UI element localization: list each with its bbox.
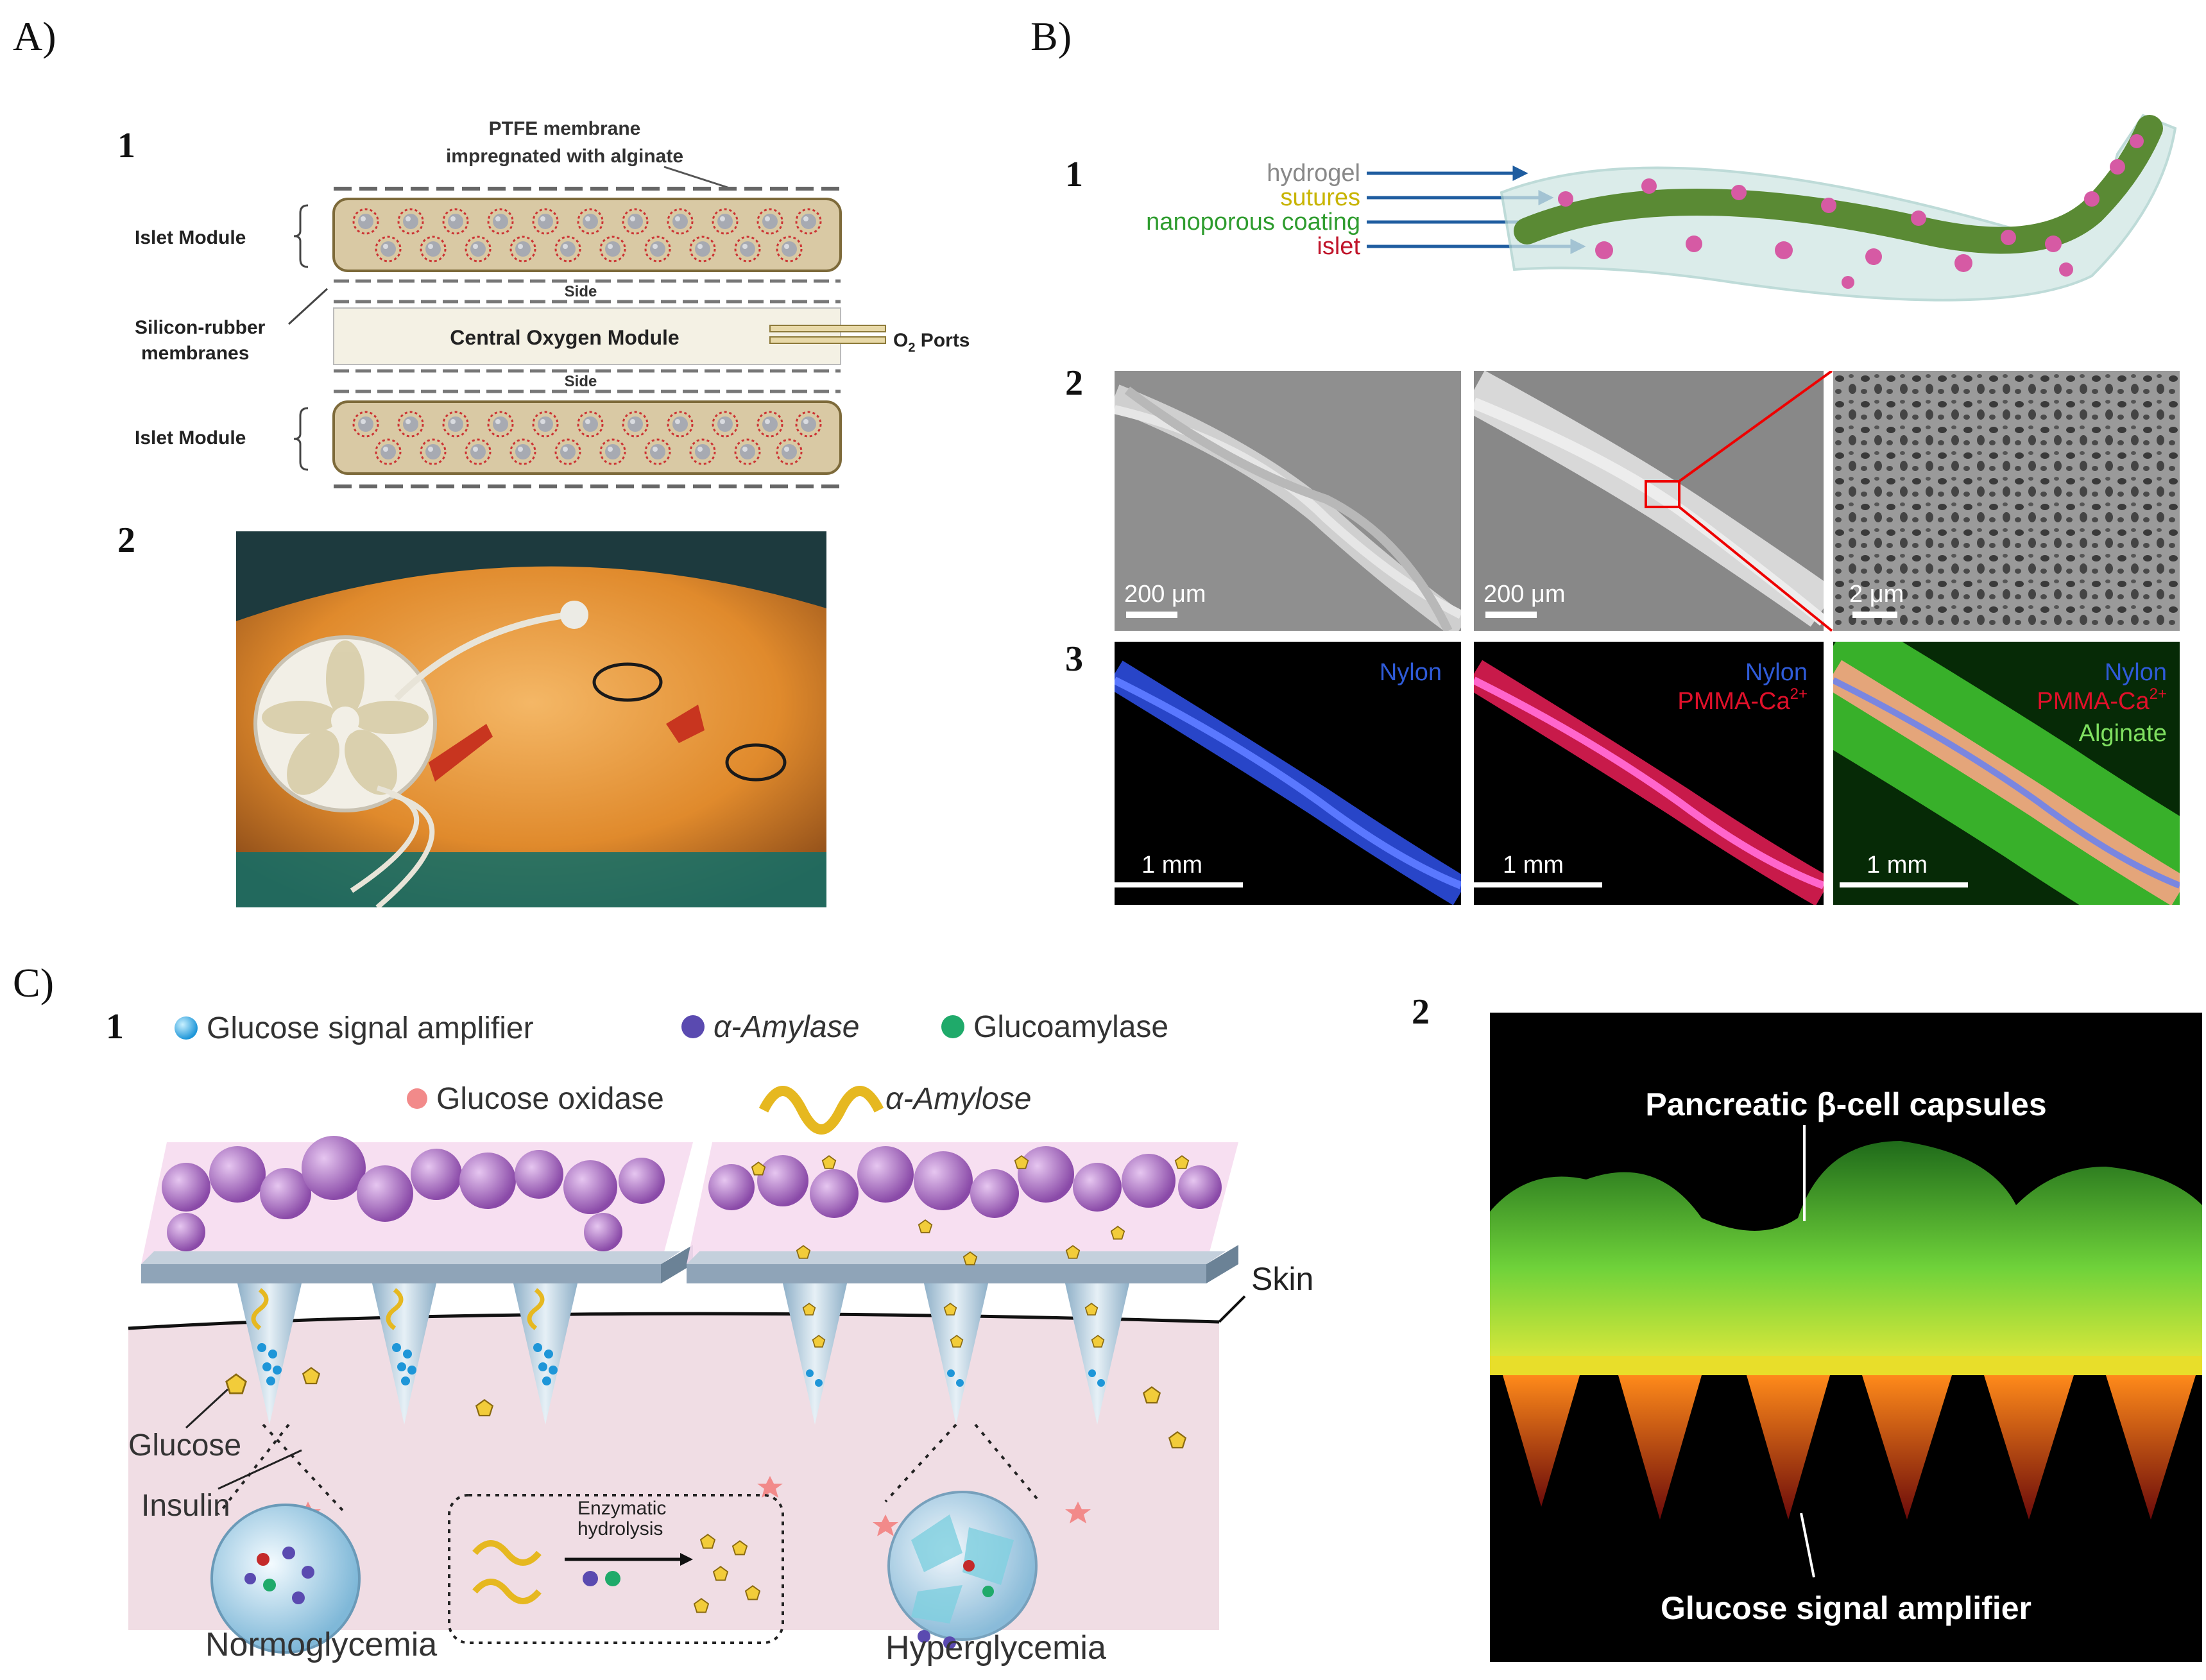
panel-b2-number: 2 (1065, 363, 1083, 403)
legend-sutures: sutures (1280, 184, 1360, 211)
insulin-label: Insulin (141, 1489, 230, 1523)
fluor-2-nylon-label: Nylon (1745, 659, 1808, 686)
legend-amylose: α-Amylose (885, 1082, 1031, 1116)
amylose-legend-icon (758, 1086, 884, 1135)
zoom-lines (1679, 371, 1833, 632)
fluor-scale-2: 1 mm (1503, 852, 1564, 879)
o2-ports-label: O2 Ports (893, 330, 970, 355)
fluor-scale-1: 1 mm (1141, 852, 1202, 879)
zoom-region-box (1645, 480, 1680, 508)
sem-scale-1: 200 μm (1124, 581, 1206, 608)
microneedles (1503, 1375, 2196, 1520)
sem-scale-3: 2 μm (1849, 581, 1904, 608)
o2-port-2 (769, 336, 886, 344)
suture-core (1514, 115, 2163, 254)
legend-coating: nanoporous coating (1146, 209, 1360, 236)
fluor-image-2: Nylon PMMA-Ca2+ 1 mm (1474, 642, 1824, 905)
sem-image-3: 2 μm (1833, 371, 2180, 631)
fluor-image-3: Nylon PMMA-Ca2+ Alginate 1 mm (1833, 642, 2180, 905)
photo-label-capsules: Pancreatic β-cell capsules (1645, 1086, 2046, 1122)
islet-module-bottom-label: Islet Module (135, 427, 246, 449)
panel-c1-number: 1 (106, 1007, 124, 1047)
legend-amylase: α-Amylase (714, 1010, 859, 1044)
sem-image-2: 200 μm (1474, 371, 1824, 631)
patch-hyperglycemia (687, 1142, 1238, 1425)
patch-normoglycemia (141, 1136, 693, 1425)
fluor-3-alginate-label: Alginate (2079, 720, 2167, 747)
ptfe-pointer (663, 166, 732, 190)
device-schematic: PTFE membrane impregnated with alginate … (135, 118, 970, 488)
side-label-top: Side (565, 283, 597, 300)
implant-photo (236, 531, 826, 907)
hyperglycemia-label: Hyperglycemia (885, 1629, 1106, 1667)
legend-hydrogel: hydrogel (1267, 160, 1360, 187)
fiber-schematic: hydrogel sutures nanoporous coating isle… (1146, 114, 2177, 302)
vesicle-normo (210, 1504, 361, 1654)
sem-image-1: 200 μm (1115, 371, 1461, 631)
microneedle-schematic: Glucose signal amplifier α-Amylase Gluco… (128, 1010, 1313, 1667)
islet-module-bottom-brace (293, 407, 309, 471)
o2-port-1 (769, 325, 886, 332)
side-label-bottom: Side (565, 373, 597, 390)
vesicle-hyper (887, 1491, 1038, 1641)
skin-label: Skin (1251, 1261, 1313, 1297)
amylase-legend-icon (681, 1015, 705, 1038)
fluor-3-pmma-label: PMMA-Ca2+ (2037, 685, 2167, 715)
legend-islet: islet (1317, 233, 1360, 260)
panel-a1-number: 1 (117, 126, 135, 166)
normoglycemia-label: Normoglycemia (205, 1626, 437, 1663)
panel-a2-number: 2 (117, 520, 135, 560)
fluor-2-pmma-label: PMMA-Ca2+ (1677, 685, 1808, 715)
panel-c2-number: 2 (1412, 992, 1430, 1032)
hydrolysis-box (448, 1494, 784, 1644)
islet-module-top-label: Islet Module (135, 227, 246, 248)
legend-oxidase: Glucose oxidase (436, 1082, 664, 1116)
fluor-1-nylon-label: Nylon (1380, 659, 1442, 686)
panel-a-letter: A) (13, 13, 56, 59)
ptfe-label-line2: impregnated with alginate (446, 146, 683, 167)
central-module-label: Central Oxygen Module (450, 326, 679, 349)
glucose-label: Glucose (128, 1428, 241, 1462)
panel-b1-number: 1 (1065, 155, 1083, 194)
sem-scale-2: 200 μm (1483, 581, 1566, 608)
silicon-label-line2: membranes (141, 343, 249, 364)
panel-b3-number: 3 (1065, 639, 1083, 679)
islet-module-top-brace (293, 204, 309, 268)
fluor-scale-3: 1 mm (1867, 852, 1928, 879)
ptfe-label-line1: PTFE membrane (489, 118, 641, 139)
capsule-photo: Pancreatic β-cell capsules Glucose signa… (1490, 1013, 2202, 1662)
legend-amplifier: Glucose signal amplifier (207, 1011, 534, 1045)
legend-glucoamylase: Glucoamylase (973, 1010, 1168, 1044)
oxidase-legend-icon (407, 1088, 427, 1109)
enzymatic-label-line1: Enzymatic (577, 1498, 666, 1519)
fluor-3-nylon-label: Nylon (2105, 659, 2167, 686)
glucoamylase-legend-icon (941, 1015, 964, 1038)
panel-b-letter: B) (1030, 13, 1072, 59)
central-oxygen-module (333, 307, 841, 365)
silicon-label-line1: Silicon-rubber (135, 317, 266, 338)
fluor-image-1: Nylon 1 mm (1115, 642, 1461, 905)
enzymatic-label-line2: hydrolysis (577, 1518, 663, 1539)
islet-cells (1558, 134, 2144, 289)
amplifier-legend-icon (175, 1016, 198, 1040)
capsules (1490, 1141, 2202, 1372)
panel-c-letter: C) (13, 960, 54, 1006)
photo-label-amplifier: Glucose signal amplifier (1661, 1590, 2031, 1626)
